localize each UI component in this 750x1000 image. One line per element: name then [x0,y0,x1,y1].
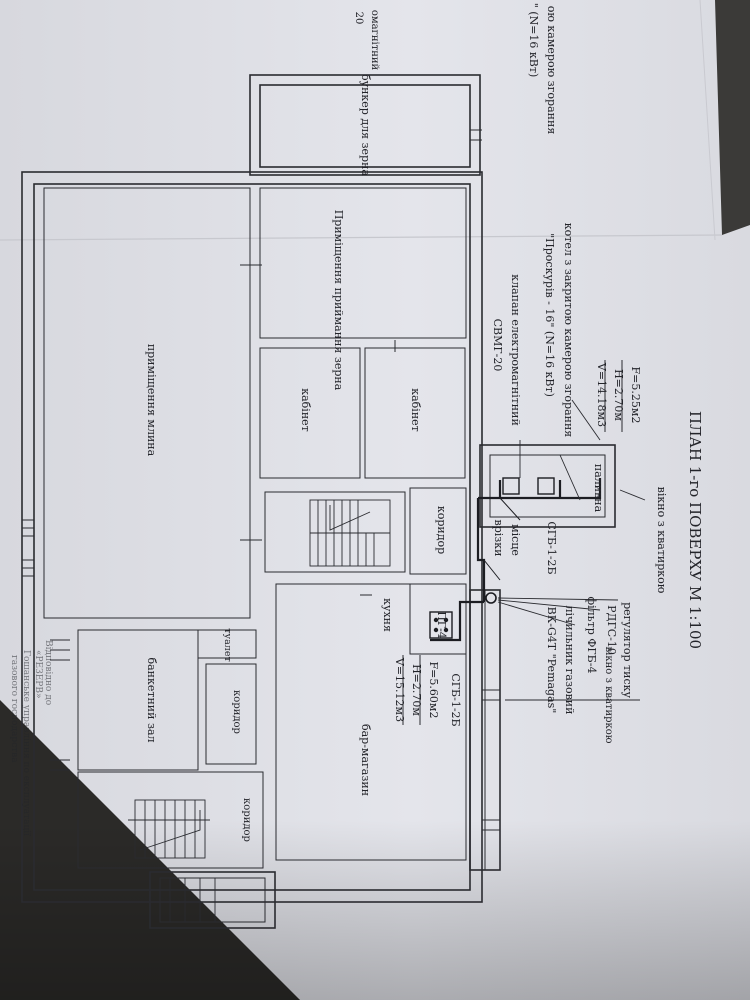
paper-edge [699,0,716,241]
annotation-meter: лічильник газовий [563,606,576,715]
room-label-kitchen: кухня [381,598,394,632]
annotation-filter: фільтр ФГБ-4 [585,597,598,674]
leader-lines [497,399,646,701]
room-label-grain-reception: Приміщення приймання зерна [332,210,345,391]
annotation-place-2: врізки [492,520,505,557]
gas-pipeline [429,477,602,642]
spec-dividers [402,360,623,725]
room-label-corridor-1: коридор [435,506,448,554]
annotation-boiler-2: "Проскурів - 16" (N=16 кВт) [543,233,556,397]
room-label-office-2: кабінет [299,388,312,432]
room-label-bar: бар-магазин [359,724,372,796]
svg-text:газового господарства: газового господарства [9,655,19,763]
room-label-corridor-2: коридор [231,690,242,734]
annotation-stove: ПГ-4 [435,611,448,639]
kitchen-height: H=2.70м [410,664,423,716]
plan-title: ПЛАН 1-го ПОВЕРХУ М 1:100 [686,411,704,649]
annotation-valve-2: СВМГ-20 [491,319,504,372]
paper-fold [0,234,723,241]
bottom-vignette [0,820,750,1000]
svg-text:Гошанське управління по експлу: Гошанське управління по експлуатації [21,650,31,836]
staircase [128,499,391,922]
approval-stamp: Відповідно до «РЕЗЕРВ» Гошанське управлі… [9,640,53,836]
room-label-corridor-3: коридор [241,798,252,842]
svg-text:«РЕЗЕРВ»: «РЕЗЕРВ» [33,650,43,699]
annotation-sgb-1: СГБ-1-2Б [545,521,558,574]
annotation-meter-model: ВК-G4T "Pemagas" [545,607,558,714]
boiler-volume: V=14.18м3 [595,362,608,427]
annotation-place-1: місце [509,524,522,556]
left-fragment-2: " (N=16 кВт) [527,3,540,78]
windows [22,129,500,831]
room-label-banquet: банкетний зал [145,657,158,742]
room-label-office-1: кабінет [409,388,422,432]
boiler-height: H=2.70м [612,369,625,421]
room-label-mill: приміщення млина [145,344,158,457]
kitchen-area: F=5.60м2 [427,662,440,719]
boiler-area: F=5.25м2 [629,367,642,424]
left-fragment-4: 20 [353,12,364,25]
annotation-boiler-1: котел з закритою камерою згорання [562,223,575,438]
room-label-grain-bunker: бункер для зерна [359,74,372,176]
annotation-window-2: вікно з кватиркою [603,647,614,744]
kitchen-volume: V=15.12м3 [393,657,406,722]
room-label-toilet: туалет [222,628,233,661]
left-fragment-3: омагнітний [369,10,380,71]
annotation-sgb-2: СГБ-1-2Б [449,673,462,726]
annotation-window-1: вікно з кватиркою [655,487,668,594]
left-fragment-1: ою камерою згорання [545,6,558,135]
building-walls [21,74,616,929]
annotation-valve-1: клапан електромагнітний [509,274,522,426]
room-label-boiler: паливна [592,464,605,513]
annotation-regulator: регулятор тиску [621,602,634,698]
annotation-regulator-model: РДГС-10 [605,605,618,655]
svg-text:Відповідно до: Відповідно до [43,640,53,705]
